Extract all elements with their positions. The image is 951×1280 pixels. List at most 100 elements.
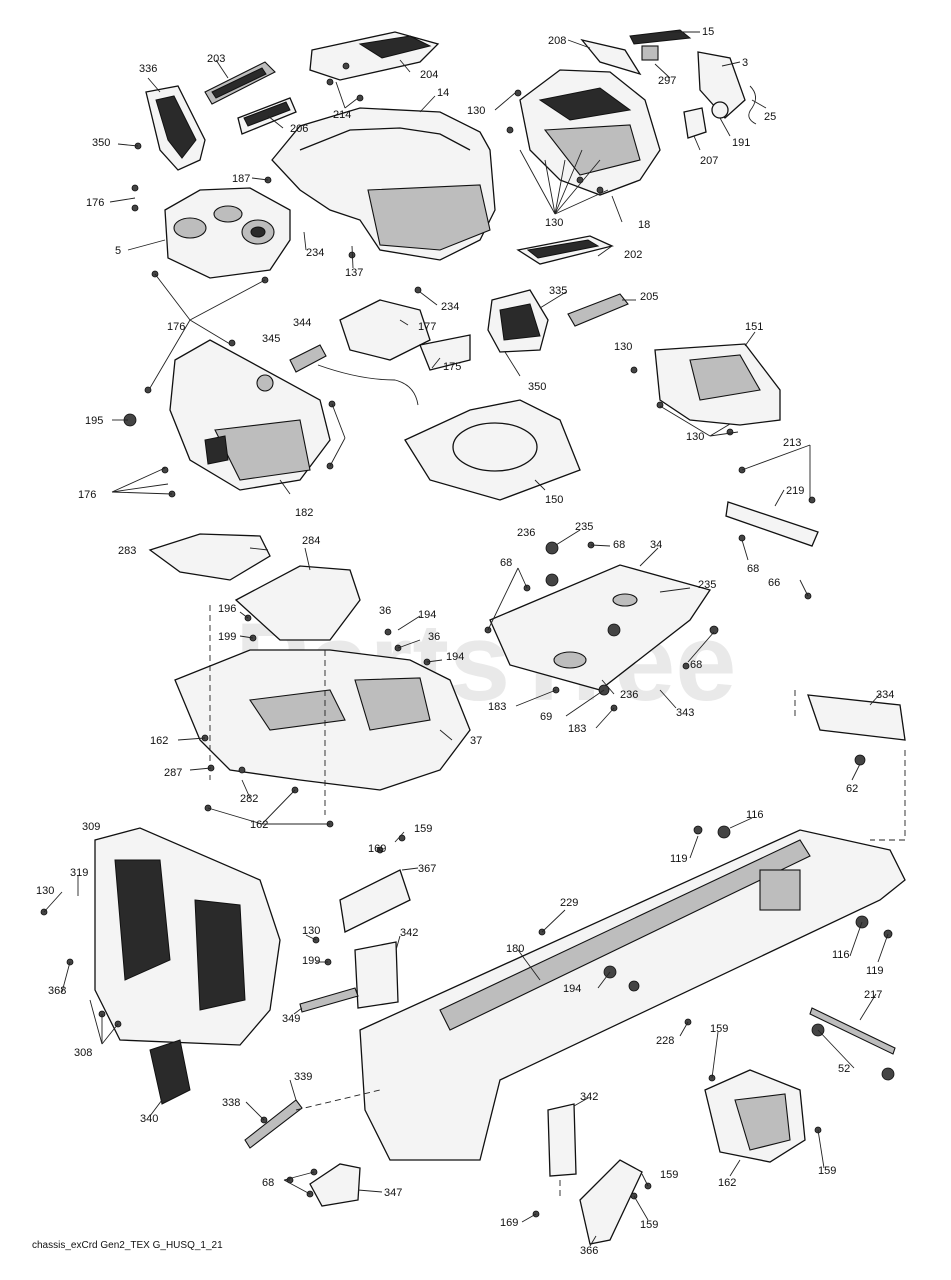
part-349-bar[interactable]	[299, 987, 359, 1013]
callout-195[interactable]: 195	[85, 415, 103, 427]
callout-15[interactable]: 15	[702, 26, 714, 38]
callout-342-b[interactable]: 342	[580, 1091, 598, 1103]
callout-229[interactable]: 229	[560, 897, 578, 909]
callout-69[interactable]: 69	[540, 711, 552, 723]
callout-162[interactable]: 162	[150, 735, 168, 747]
callout-183-b[interactable]: 183	[568, 723, 586, 735]
part-180-frame[interactable]	[359, 829, 906, 1161]
callout-336[interactable]: 336	[139, 63, 157, 75]
callout-37[interactable]: 37	[470, 735, 482, 747]
callout-162-c[interactable]: 162	[718, 1177, 736, 1189]
part-37-body[interactable]	[174, 649, 471, 791]
part-366-bracket[interactable]	[579, 1159, 643, 1245]
part-347-bracket[interactable]	[309, 1163, 361, 1207]
callout-334[interactable]: 334	[876, 689, 894, 701]
callout-130[interactable]: 130	[467, 105, 485, 117]
callout-234[interactable]: 234	[306, 247, 324, 259]
callout-347[interactable]: 347	[384, 1187, 402, 1199]
callout-62[interactable]: 62	[846, 783, 858, 795]
callout-282[interactable]: 282	[240, 793, 258, 805]
callout-175[interactable]: 175	[443, 361, 461, 373]
callout-340[interactable]: 340	[140, 1113, 158, 1125]
part-204-hood-top[interactable]	[309, 31, 440, 81]
callout-130-c[interactable]: 130	[614, 341, 632, 353]
callout-137[interactable]: 137	[345, 267, 363, 279]
callout-177[interactable]: 177	[418, 321, 436, 333]
callout-284[interactable]: 284	[302, 535, 320, 547]
callout-207[interactable]: 207	[700, 155, 718, 167]
callout-194[interactable]: 194	[418, 609, 436, 621]
callout-52[interactable]: 52	[838, 1063, 850, 1075]
part-335-side-panel[interactable]	[487, 289, 549, 353]
callout-116[interactable]: 116	[746, 809, 764, 821]
callout-68-e[interactable]: 68	[262, 1177, 274, 1189]
callout-176-b[interactable]: 176	[167, 321, 185, 333]
callout-116-b[interactable]: 116	[832, 949, 850, 961]
callout-130-b[interactable]: 130	[545, 217, 563, 229]
part-219-bar[interactable]	[725, 501, 819, 547]
callout-234-b[interactable]: 234	[441, 301, 459, 313]
callout-183[interactable]: 183	[488, 701, 506, 713]
callout-368[interactable]: 368	[48, 985, 66, 997]
part-309-front-grille[interactable]	[94, 827, 281, 1046]
callout-204[interactable]: 204	[420, 69, 438, 81]
callout-350-b[interactable]: 350	[528, 381, 546, 393]
callout-187[interactable]: 187	[232, 173, 250, 185]
callout-350[interactable]: 350	[92, 137, 110, 149]
part-205-trim[interactable]	[567, 293, 629, 327]
callout-176[interactable]: 176	[86, 197, 104, 209]
callout-199-b[interactable]: 199	[302, 955, 320, 967]
callout-182[interactable]: 182	[295, 507, 313, 519]
part-5-dash-panel[interactable]	[164, 187, 291, 279]
callout-194-c[interactable]: 194	[563, 983, 581, 995]
callout-214[interactable]: 214	[333, 109, 351, 121]
callout-349[interactable]: 349	[282, 1013, 300, 1025]
callout-180[interactable]: 180	[506, 943, 524, 955]
callout-68-d[interactable]: 68	[690, 659, 702, 671]
part-18-front-grille-housing[interactable]	[519, 69, 661, 196]
callout-34[interactable]: 34	[650, 539, 662, 551]
callout-319[interactable]: 319	[70, 867, 88, 879]
part-191-knob[interactable]	[711, 101, 729, 119]
callout-66[interactable]: 66	[768, 577, 780, 589]
callout-36-b[interactable]: 36	[428, 631, 440, 643]
callout-202[interactable]: 202	[624, 249, 642, 261]
callout-343[interactable]: 343	[676, 707, 694, 719]
callout-345[interactable]: 345	[262, 333, 280, 345]
callout-217[interactable]: 217	[864, 989, 882, 1001]
callout-342[interactable]: 342	[400, 927, 418, 939]
callout-119-b[interactable]: 119	[866, 965, 884, 977]
part-345-cap[interactable]	[256, 374, 274, 392]
callout-68-c[interactable]: 68	[500, 557, 512, 569]
callout-236[interactable]: 236	[517, 527, 535, 539]
callout-196[interactable]: 196	[218, 603, 236, 615]
callout-339[interactable]: 339	[294, 1071, 312, 1083]
part-177-bracket[interactable]	[339, 299, 431, 361]
callout-335[interactable]: 335	[549, 285, 567, 297]
callout-205[interactable]: 205	[640, 291, 658, 303]
callout-119[interactable]: 119	[670, 853, 688, 865]
callout-194-b[interactable]: 194	[446, 651, 464, 663]
callout-25[interactable]: 25	[764, 111, 776, 123]
part-339-lever[interactable]	[244, 1099, 303, 1149]
callout-219[interactable]: 219	[786, 485, 804, 497]
callout-199[interactable]: 199	[218, 631, 236, 643]
part-297-bracket[interactable]	[641, 45, 659, 61]
callout-366[interactable]: 366	[580, 1245, 598, 1257]
part-203-trim-strip[interactable]	[204, 61, 276, 105]
part-217-axle-rod[interactable]	[809, 1007, 896, 1055]
callout-68-b[interactable]: 68	[613, 539, 625, 551]
callout-159-e[interactable]: 159	[640, 1219, 658, 1231]
callout-130-f[interactable]: 130	[302, 925, 320, 937]
callout-159-b[interactable]: 159	[710, 1023, 728, 1035]
callout-36[interactable]: 36	[379, 605, 391, 617]
callout-5[interactable]: 5	[115, 245, 121, 257]
callout-283[interactable]: 283	[118, 545, 136, 557]
callout-169-b[interactable]: 169	[500, 1217, 518, 1229]
callout-208[interactable]: 208	[548, 35, 566, 47]
callout-191[interactable]: 191	[732, 137, 750, 149]
part-34-seat-plate[interactable]	[489, 564, 712, 691]
part-207-latch[interactable]	[683, 107, 707, 139]
callout-18[interactable]: 18	[638, 219, 650, 231]
callout-236-b[interactable]: 236	[620, 689, 638, 701]
